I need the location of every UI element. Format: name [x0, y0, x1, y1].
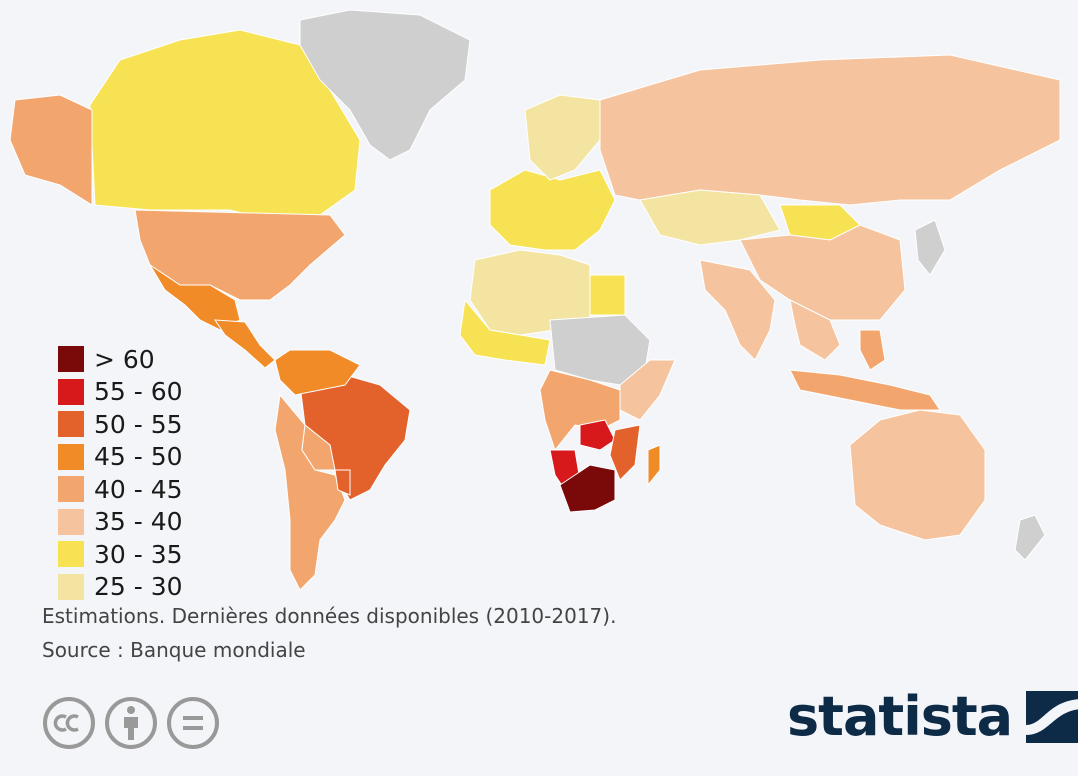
brand-wordmark: statista [787, 685, 1013, 748]
legend-item: 55 - 60 [58, 376, 183, 409]
attribution-icon[interactable] [104, 696, 158, 750]
legend-swatch [58, 476, 84, 503]
source-note: Source : Banque mondiale [42, 638, 306, 662]
map-region-egypt [589, 274, 626, 316]
legend: > 60 55 - 60 50 - 55 45 - 50 40 - 45 35 … [58, 343, 183, 603]
legend-label: 55 - 60 [94, 377, 183, 407]
legend-label: 35 - 40 [94, 507, 183, 537]
map-region-paraguay [334, 469, 351, 496]
map-region-nordics [524, 94, 601, 181]
legend-swatch [58, 411, 84, 438]
legend-label: 45 - 50 [94, 442, 183, 472]
legend-swatch [58, 541, 84, 568]
map-region-zambia [579, 419, 616, 451]
legend-label: 40 - 45 [94, 474, 183, 504]
legend-swatch [58, 443, 84, 470]
legend-label: > 60 [94, 344, 155, 374]
map-regions [9, 9, 1061, 591]
license-icons [42, 696, 220, 750]
legend-label: 50 - 55 [94, 409, 183, 439]
map-region-greenland [299, 9, 471, 161]
map-region-philippines [859, 329, 886, 371]
map-region-bolivia [301, 424, 336, 471]
no-derivatives-icon[interactable] [166, 696, 220, 750]
map-region-south-africa [559, 464, 616, 513]
map-region-colombia-venezuela [274, 349, 361, 396]
map-region-indonesia [789, 369, 941, 411]
legend-item: > 60 [58, 343, 183, 376]
map-region-australia [849, 409, 986, 541]
legend-item: 35 - 40 [58, 506, 183, 539]
legend-swatch [58, 378, 84, 405]
map-region-alaska [9, 94, 93, 206]
legend-label: 25 - 30 [94, 572, 183, 602]
map-region-japan [914, 219, 946, 276]
legend-item: 40 - 45 [58, 473, 183, 506]
map-region-new-zealand [1014, 514, 1046, 561]
map-region-europe [489, 169, 616, 251]
map-region-india [699, 259, 776, 361]
legend-item: 25 - 30 [58, 571, 183, 604]
legend-swatch [58, 508, 84, 535]
legend-item: 45 - 50 [58, 441, 183, 474]
legend-item: 50 - 55 [58, 408, 183, 441]
map-region-mozambique [609, 424, 641, 481]
world-map [9, 9, 1061, 591]
map-region-central-america [214, 319, 276, 369]
statista-brand[interactable]: statista [787, 690, 1078, 744]
statista-logo-icon [1026, 691, 1078, 743]
map-region-canada [89, 29, 361, 221]
map-region-madagascar [647, 444, 661, 487]
estimation-note: Estimations. Dernières données disponibl… [42, 604, 617, 628]
legend-label: 30 - 35 [94, 539, 183, 569]
map-region-china [739, 224, 906, 321]
map-region-southeast-asia [789, 299, 841, 361]
map-region-united-states [134, 209, 346, 301]
legend-swatch [58, 346, 84, 373]
map-region-russia [599, 54, 1061, 206]
creative-commons-icon[interactable] [42, 696, 96, 750]
legend-swatch [58, 573, 84, 600]
legend-item: 30 - 35 [58, 538, 183, 571]
map-region-sahel [459, 298, 551, 366]
map-region-central-asia [639, 189, 781, 246]
